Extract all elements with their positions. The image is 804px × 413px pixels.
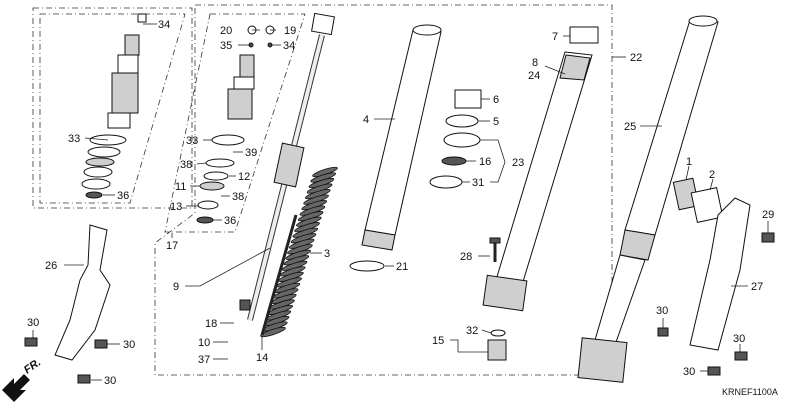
part-label-20: 20 — [220, 25, 232, 37]
part-label-25: 25 — [624, 121, 636, 133]
part-label-39: 39 — [245, 147, 257, 159]
outer-tube-left — [361, 24, 442, 251]
part-label-23: 23 — [512, 157, 524, 169]
bolts-30 — [24, 327, 748, 384]
fork-protector-right — [689, 197, 751, 351]
guide-brackets — [672, 177, 724, 223]
fork-spring — [260, 166, 338, 338]
part-label-38-upper: 38 — [180, 159, 192, 171]
part-label-30-f: 30 — [683, 366, 695, 378]
part-label-37: 37 — [198, 354, 210, 366]
part-label-30-d: 30 — [656, 305, 668, 317]
push-rod — [260, 214, 298, 336]
cartridge-inset-boundary-left — [32, 7, 193, 209]
damper-rod — [239, 12, 335, 321]
part-label-3: 3 — [324, 248, 330, 260]
part-label-38-lower: 38 — [232, 191, 244, 203]
adjuster-bolt — [487, 329, 507, 361]
part-label-11: 11 — [175, 181, 186, 193]
part-label-18: 18 — [205, 318, 217, 330]
part-label-8: 8 — [532, 57, 538, 69]
part-label-14: 14 — [256, 352, 268, 364]
part-label-30-c: 30 — [104, 375, 116, 387]
part-label-33-left: 33 — [68, 133, 80, 145]
part-label-28: 28 — [460, 251, 472, 263]
o-ring — [349, 260, 385, 272]
part-label-26: 26 — [45, 260, 57, 272]
part-label-19: 19 — [284, 25, 296, 37]
front-marker-label: FR. — [22, 356, 43, 376]
bolt-29 — [761, 232, 775, 243]
part-label-4: 4 — [363, 114, 369, 126]
cartridge-inset-boundary-left-inner — [39, 13, 186, 204]
part-label-1: 1 — [686, 156, 692, 168]
steering-bearing-set — [429, 89, 482, 189]
part-label-10: 10 — [198, 337, 210, 349]
part-label-9: 9 — [173, 281, 179, 293]
front-direction-arrow: FR. — [2, 356, 43, 402]
outer-assembly-boundary — [154, 4, 613, 376]
part-label-13: 13 — [170, 201, 182, 213]
inner-tube-assembly — [482, 26, 599, 312]
part-label-30-e: 30 — [733, 333, 745, 345]
part-label-29: 29 — [762, 209, 774, 221]
part-label-15: 15 — [432, 335, 444, 347]
part-label-22: 22 — [630, 52, 642, 64]
part-label-33-right: 33 — [186, 135, 198, 147]
fork-assembly-right — [577, 15, 719, 383]
part-label-34-right: 34 — [283, 40, 295, 52]
part-label-5: 5 — [493, 116, 499, 128]
part-label-34-left: 34 — [158, 19, 170, 31]
part-label-21: 21 — [396, 261, 408, 273]
part-label-31: 31 — [472, 177, 484, 189]
part-label-12: 12 — [238, 171, 250, 183]
part-label-27: 27 — [751, 281, 763, 293]
leader-lines — [32, 23, 769, 381]
fork-protector-left — [54, 224, 111, 361]
part-label-35: 35 — [220, 40, 232, 52]
part-label-30-b: 30 — [123, 339, 135, 351]
part-label-2: 2 — [709, 169, 715, 181]
part-label-7: 7 — [552, 31, 558, 43]
part-label-30-a: 30 — [27, 317, 39, 329]
spring-coil — [260, 326, 286, 338]
part-label-17: 17 — [166, 240, 178, 252]
part-label-32: 32 — [466, 325, 478, 337]
part-number-labels: 34 33 36 20 19 35 34 33 39 38 12 11 38 1… — [27, 19, 778, 397]
cartridge-assembly-left — [81, 13, 147, 199]
diagram-code: KRNEF1100A — [722, 387, 778, 397]
part-label-24: 24 — [528, 70, 540, 82]
part-label-16: 16 — [479, 156, 491, 168]
cartridge-inset-boundary-right — [164, 13, 306, 233]
bolt-28 — [489, 237, 501, 262]
part-label-36-left: 36 — [117, 190, 129, 202]
part-label-6: 6 — [493, 94, 499, 106]
part-label-36-right: 36 — [224, 215, 236, 227]
